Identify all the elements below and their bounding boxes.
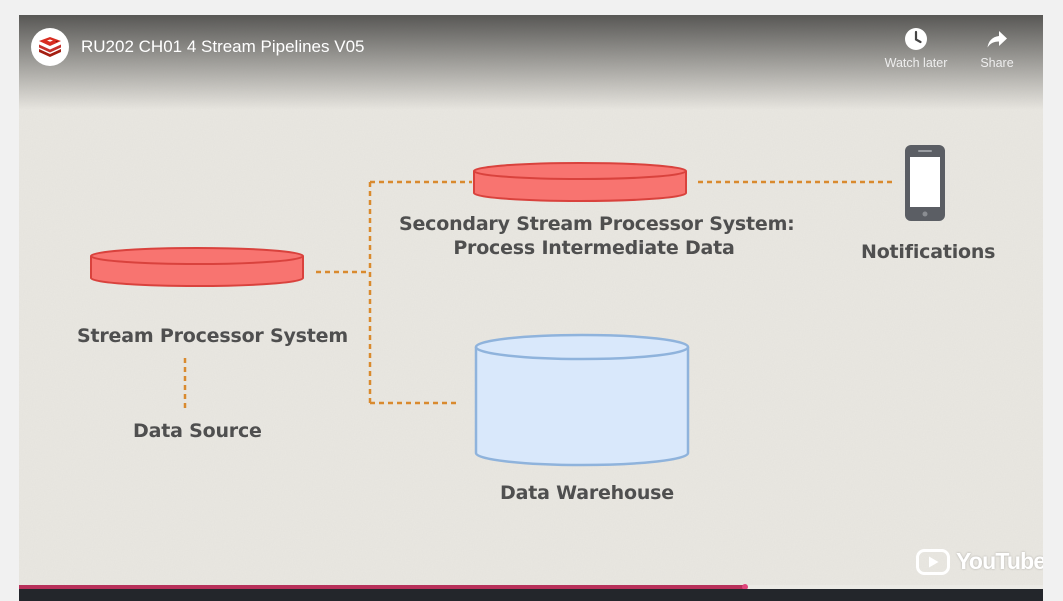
secondary-stream-processor-disk: [473, 162, 687, 202]
video-title[interactable]: RU202 CH01 4 Stream Pipelines V05: [81, 37, 365, 56]
data-source-label: Data Source: [133, 420, 262, 442]
youtube-logo[interactable]: YouTube: [916, 548, 1043, 575]
youtube-wordmark: YouTube: [956, 548, 1043, 574]
notifications-label: Notifications: [861, 241, 996, 263]
title-bar-overlay: [19, 15, 1043, 110]
share-arrow-icon: [987, 31, 1007, 48]
watch-later-label: Watch later: [884, 56, 948, 70]
stream-processor-label: Stream Processor System: [77, 325, 348, 347]
progress-bar-fill: [19, 585, 745, 589]
paper-texture: [19, 15, 1043, 601]
share-button[interactable]: Share: [957, 27, 1037, 70]
video-player[interactable]: Secondary Stream Processor System: Proce…: [19, 15, 1043, 601]
player-control-bar: [19, 589, 1043, 601]
secondary-processor-label-line2: Process Intermediate Data: [453, 237, 735, 259]
progress-scrubber[interactable]: [742, 584, 748, 590]
redis-logo-icon: [39, 37, 61, 57]
data-warehouse-label: Data Warehouse: [500, 482, 674, 504]
slide-canvas: [19, 15, 1043, 601]
secondary-processor-label-line1: Secondary Stream Processor System:: [399, 213, 795, 235]
youtube-play-icon: [916, 548, 950, 575]
watch-later-button[interactable]: Watch later: [876, 27, 956, 70]
data-warehouse-cylinder: [474, 333, 690, 467]
channel-avatar[interactable]: [31, 28, 69, 66]
phone-icon: [905, 145, 945, 221]
progress-bar[interactable]: [19, 584, 1043, 590]
clock-icon: [905, 28, 927, 50]
connectors: [183, 180, 895, 411]
share-label: Share: [980, 56, 1014, 70]
stream-processor-disk: [90, 247, 304, 287]
secondary-processor-label: Secondary Stream Processor System: Proce…: [399, 212, 795, 260]
